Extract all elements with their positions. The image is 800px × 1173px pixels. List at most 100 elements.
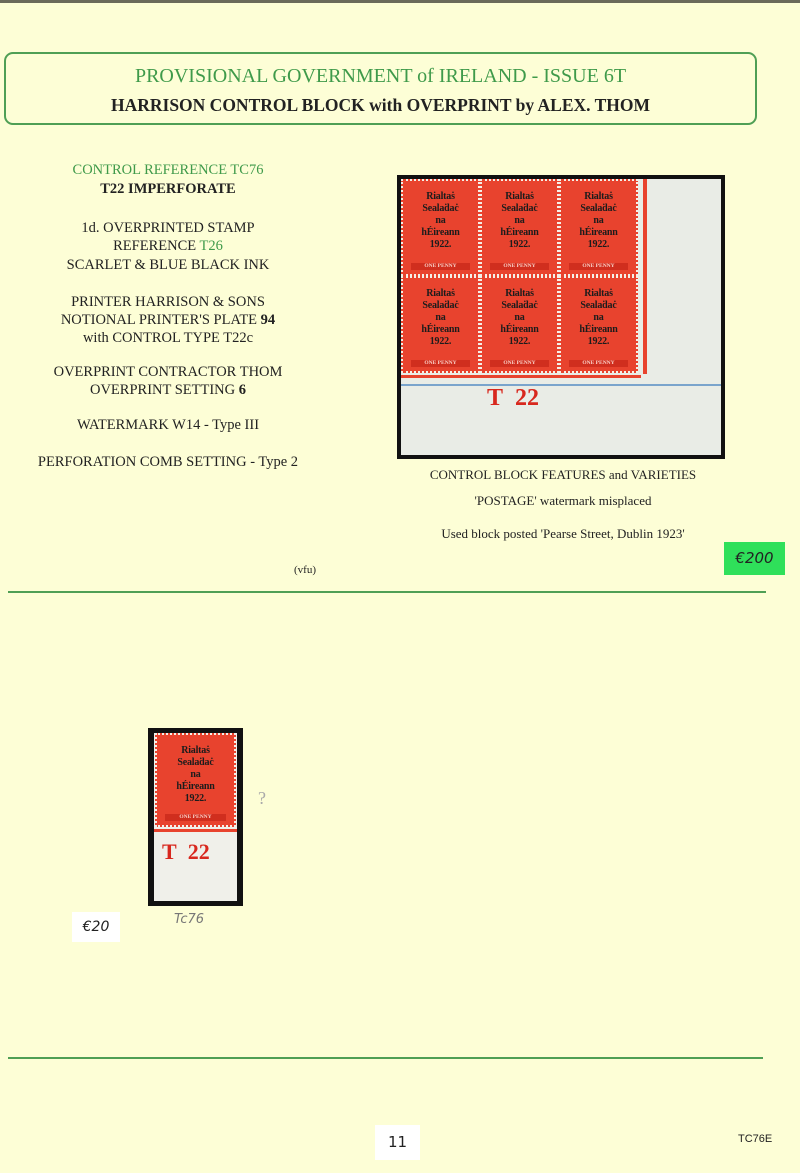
- margin-rule: [643, 179, 647, 374]
- control-type-line: with CONTROL TYPE T22c: [82, 330, 254, 346]
- page-subtitle: HARRISON CONTROL BLOCK with OVERPRINT by…: [110, 95, 651, 115]
- query-mark: ?: [258, 788, 266, 808]
- overprint-line: hÉireann: [579, 324, 618, 335]
- overprint-line: 1922.: [587, 239, 610, 250]
- imperforate-label: T22 IMPERFORATE: [100, 181, 236, 197]
- condition-note: (vfu): [294, 564, 316, 576]
- overprint-line: 1922.: [429, 336, 452, 347]
- single-control-number: T 22: [162, 839, 210, 865]
- overprint-line: hÉireann: [579, 227, 618, 238]
- overprint-line: Rialtaṡ: [584, 288, 613, 299]
- reference-value: T26: [199, 238, 223, 254]
- overprint-line: Rialtaṡ: [505, 191, 534, 202]
- overprint-line: hÉireann: [421, 324, 460, 335]
- divider: [8, 1057, 763, 1059]
- overprint-line: na: [593, 312, 604, 323]
- margin-rule: [154, 829, 237, 832]
- setting-line: OVERPRINT SETTING 6: [20, 381, 316, 400]
- control-letter: T: [487, 385, 504, 411]
- page-code: TC76E: [738, 1133, 773, 1145]
- plate-line: NOTIONAL PRINTER'S PLATE 94: [20, 311, 316, 330]
- denomination: ONE PENNY: [165, 814, 226, 821]
- denomination: ONE PENNY: [411, 360, 470, 367]
- overprint-line: 1922.: [429, 239, 452, 250]
- overprint-line: 1922.: [508, 239, 531, 250]
- reference-line: REFERENCE T26: [20, 237, 316, 256]
- overprint-line: Sealaḋaċ: [501, 300, 538, 311]
- overprint-line: hÉireann: [500, 324, 539, 335]
- page-header: PROVISIONAL GOVERNMENT of IRELAND - ISSU…: [4, 52, 757, 125]
- overprint-line: Rialtaṡ: [505, 288, 534, 299]
- setting-value: 6: [238, 382, 246, 398]
- overprint-line: na: [514, 215, 525, 226]
- overprint-line: na: [435, 312, 446, 323]
- overprint-line: Rialtaṡ: [181, 745, 210, 756]
- caption-features: CONTROL BLOCK FEATURES and VARIETIES: [429, 467, 697, 482]
- ink-line: SCARLET & BLUE BLACK INK: [66, 257, 270, 273]
- caption-watermark: 'POSTAGE' watermark misplaced: [474, 493, 652, 508]
- overprint-line: hÉireann: [421, 227, 460, 238]
- stamp-description: 1d. OVERPRINTED STAMP: [81, 220, 255, 236]
- overprint-line: Sealaḋaċ: [580, 203, 617, 214]
- plate-label: NOTIONAL PRINTER'S PLATE: [60, 312, 261, 328]
- overprint-line: na: [435, 215, 446, 226]
- overprint-line: 1922.: [587, 336, 610, 347]
- overprint-line: Sealaḋaċ: [422, 203, 459, 214]
- denomination: ONE PENNY: [569, 360, 628, 367]
- denomination: ONE PENNY: [569, 263, 628, 270]
- block-price: €200: [724, 542, 785, 575]
- overprint-line: Sealaḋaċ: [177, 757, 214, 768]
- control-number: T 22: [487, 385, 539, 412]
- overprint-line: Rialtaṡ: [426, 191, 455, 202]
- plate-value: 94: [260, 312, 276, 328]
- overprint-line: Sealaḋaċ: [501, 203, 538, 214]
- setting-label: OVERPRINT SETTING: [89, 382, 239, 398]
- control-digits: 22: [515, 385, 540, 411]
- overprint-line: na: [190, 769, 201, 780]
- overprint-line: na: [593, 215, 604, 226]
- single-price: €20: [72, 912, 120, 942]
- control-reference: CONTROL REFERENCE TC76: [72, 162, 264, 178]
- handwritten-reference: Tc76: [174, 912, 205, 927]
- overprint-line: 1922.: [184, 793, 207, 804]
- margin-rule: [401, 375, 641, 378]
- contractor-line: OVERPRINT CONTRACTOR THOM: [53, 364, 283, 380]
- printer-line: PRINTER HARRISON & SONS: [71, 294, 265, 310]
- overprint-line: Sealaḋaċ: [422, 300, 459, 311]
- overprint-line: na: [514, 312, 525, 323]
- page-title: PROVISIONAL GOVERNMENT of IRELAND - ISSU…: [134, 65, 627, 87]
- reference-label: REFERENCE: [113, 238, 200, 254]
- denomination: ONE PENNY: [490, 360, 549, 367]
- overprint-line: 1922.: [508, 336, 531, 347]
- divider: [8, 591, 766, 593]
- blue-line: [401, 384, 721, 386]
- overprint-line: Sealaḋaċ: [580, 300, 617, 311]
- denomination: ONE PENNY: [490, 263, 549, 270]
- control-letter: T: [162, 839, 177, 864]
- caption-postmark: Used block posted 'Pearse Street, Dublin…: [441, 526, 685, 541]
- overprint-line: hÉireann: [176, 781, 215, 792]
- overprint-line: Rialtaṡ: [584, 191, 613, 202]
- page-number: 11: [375, 1125, 420, 1160]
- overprint-line: hÉireann: [500, 227, 539, 238]
- denomination: ONE PENNY: [411, 263, 470, 270]
- control-digits: 22: [187, 839, 210, 864]
